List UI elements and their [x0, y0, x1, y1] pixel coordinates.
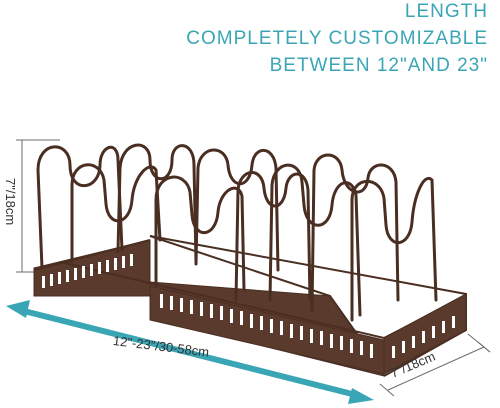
base-slots: [42, 254, 455, 358]
headline-line-3: BETWEEN 12"AND 23": [269, 55, 488, 76]
headline-line-1: LENGTH: [404, 1, 488, 22]
length-arrow: [6, 300, 374, 404]
headline-line-2: COMPLETELY CUSTOMIZABLE: [186, 28, 488, 49]
depth-guide: [379, 333, 491, 397]
rack-base: [33, 235, 467, 377]
rack-dividers: [36, 143, 438, 322]
height-label: 7"/18cm: [3, 178, 18, 226]
